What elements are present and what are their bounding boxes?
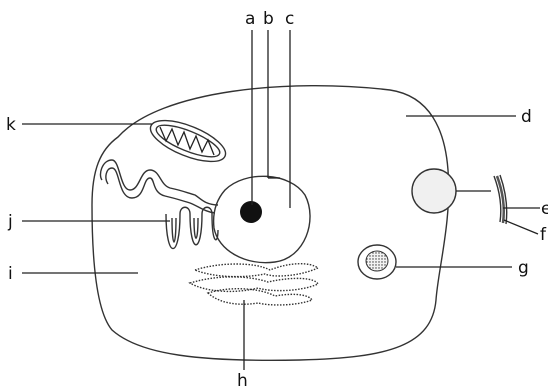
label-a: a [245, 9, 255, 29]
mitochondrion [145, 112, 230, 170]
leader-lines [22, 30, 540, 370]
endoplasmic-reticulum [100, 160, 218, 213]
label-b: b [263, 9, 274, 29]
label-f: f [540, 225, 547, 245]
nucleus [214, 176, 310, 262]
vacuole [412, 169, 456, 213]
label-h: h [237, 371, 248, 391]
label-d: d [521, 107, 532, 127]
vesicle [358, 245, 396, 279]
nucleolus [240, 201, 262, 223]
label-i: i [8, 264, 13, 284]
label-j: j [7, 212, 13, 232]
rough-er [190, 264, 318, 305]
golgi-apparatus [166, 207, 218, 248]
cell-wall-section [494, 175, 507, 224]
label-e: e [541, 199, 548, 219]
label-k: k [6, 115, 16, 135]
cell-membrane [92, 86, 449, 361]
label-c: c [285, 9, 294, 29]
label-g: g [518, 258, 529, 278]
